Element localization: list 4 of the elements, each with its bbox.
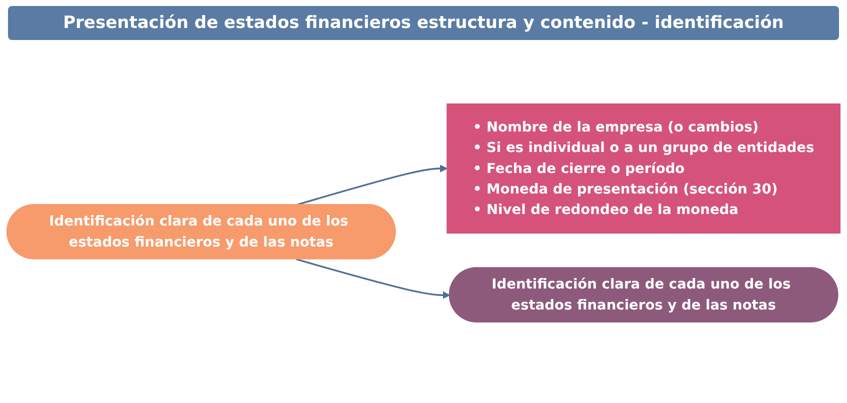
node-box: • Nombre de la empresa (o cambios) • Si es individual o a un grupo de entidades • Fecha de cierre o período • Moneda de presentación (sección 30) • Nivel de redondeo de la moneda: [446, 103, 841, 234]
arrow: [296, 164, 448, 206]
title-banner: Presentación de estados financieros estructura y contenido - identificación: [8, 6, 839, 40]
arrow: [296, 258, 450, 298]
